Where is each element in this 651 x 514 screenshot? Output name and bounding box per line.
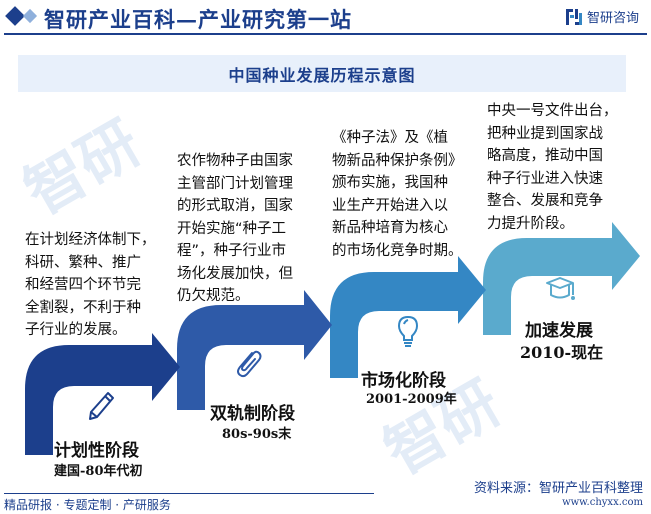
stage-3-name: 市场化阶段	[361, 371, 446, 391]
stage-4-description: 中央一号文件出台， 把种业提到国家战 略高度，推动中国 种子行业进入快速 整合、…	[487, 103, 618, 232]
graduation-cap-icon	[546, 277, 575, 300]
stage-arrow-1	[25, 333, 180, 455]
stage-4-period: 2010-现在	[520, 343, 604, 362]
stage-3-description: 《种子法》及《植 物新品种保护条例》 颁布实施，我国种 业生产开始进入以 新品种…	[332, 130, 463, 259]
footer-services: 精品研报 · 专题定制 · 产研服务	[4, 498, 171, 512]
pencil-icon	[89, 392, 114, 420]
site-title: 智研产业百科—产业研究第一站	[44, 7, 352, 32]
stage-2-description: 农作物种子由国家 主管部门计划管理 的形式取消，国家 开始实施“种子工 程”，种…	[177, 153, 293, 304]
stage-arrow-3	[330, 256, 486, 378]
brand-name: 智研咨询	[586, 11, 639, 26]
page-title: 中国种业发展历程示意图	[228, 65, 416, 85]
stage-2-name: 双轨制阶段	[210, 404, 295, 424]
divider	[4, 33, 647, 35]
title-band: 中国种业发展历程示意图	[18, 55, 626, 92]
stage-3-period: 2001-2009年	[366, 392, 457, 407]
source-note: 资料来源：智研产业百科整理	[473, 481, 643, 496]
stage-arrow-2	[177, 290, 332, 410]
stage-1-period: 建国-80年代初	[54, 464, 143, 479]
paperclip-icon	[237, 350, 262, 378]
header: 智研产业百科—产业研究第一站 智研咨询	[0, 0, 651, 35]
stage-4-name: 加速发展	[525, 321, 593, 341]
lightbulb-icon	[397, 315, 419, 347]
stage-arrow-4	[483, 222, 640, 335]
divider	[4, 493, 374, 494]
stage-2-period: 80s-90s末	[222, 427, 292, 442]
brand-logo-icon	[565, 8, 582, 25]
site-url[interactable]: www.chyxx.com	[562, 497, 643, 508]
stage-1-name: 计划性阶段	[54, 441, 139, 461]
brand[interactable]: 智研咨询	[565, 7, 639, 26]
stage-1-description: 在计划经济体制下， 科研、繁种、推广 和经营四个环节完 全割裂，不利于种 子行业…	[25, 232, 156, 338]
